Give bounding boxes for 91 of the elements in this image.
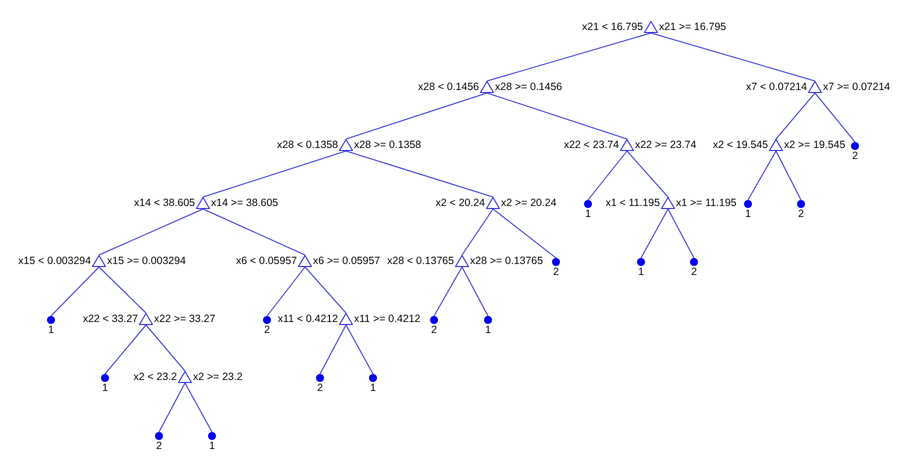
split-condition: x21 >= 16.795 [659,21,726,33]
split-condition: x14 < 38.605 [134,197,195,209]
split-node-triangle [769,139,783,151]
class-label: 2 [690,266,698,278]
class-label: 1 [101,382,109,394]
tree-branch [434,266,462,316]
split-node-triangle [455,255,469,267]
split-condition: x1 < 11.195 [606,197,660,209]
class-label: 2 [851,150,859,162]
split-node-triangle [92,255,106,267]
class-label: 2 [155,440,163,452]
tree-branch [346,324,374,374]
split-condition: x2 < 19.545 [712,139,768,151]
split-condition: x22 < 23.74 [564,139,619,151]
tree-branch [320,324,346,374]
class-label: 2 [797,208,805,220]
split-condition: x2 < 23.2 [134,371,177,383]
class-label: 1 [637,266,645,278]
tree-branch [748,150,776,200]
tree-branch [668,208,694,258]
class-label: 2 [263,324,271,336]
class-label: 1 [208,440,216,452]
tree-branch [346,150,494,198]
class-label: 1 [484,324,492,336]
split-condition: x21 < 16.795 [582,21,643,33]
tree-branch [462,266,488,316]
split-node-triangle [339,139,353,151]
tree-branch [776,92,816,140]
split-node-triangle [620,139,634,151]
tree-branch [146,324,186,372]
split-condition: x11 >= 0.4212 [354,313,420,325]
split-condition: x28 < 0.13765 [387,255,454,267]
tree-branch [346,92,488,140]
split-node-triangle [480,81,494,93]
split-condition: x15 < 0.003294 [18,255,91,267]
split-condition: x11 < 0.4212 [278,313,338,325]
split-node-triangle [486,197,500,209]
split-node-triangle [644,21,658,33]
split-condition: x28 < 0.1358 [276,139,338,151]
split-condition: x2 >= 20.24 [501,197,556,209]
class-label: 2 [430,324,438,336]
class-label: 2 [316,382,324,394]
split-node-triangle [298,255,312,267]
split-node-triangle [808,81,822,93]
class-label: 1 [47,324,55,336]
split-condition: x14 >= 38.605 [211,197,278,209]
split-condition: x7 >= 0.07214 [823,81,890,93]
tree-branch [202,208,306,256]
tree-branch [202,150,346,198]
split-condition: x6 < 0.05957 [236,255,297,267]
split-condition: x28 < 0.1456 [418,81,479,93]
split-condition: x22 < 33.27 [82,313,138,325]
split-condition: x22 >= 33.27 [154,313,216,325]
tree-branch [98,266,146,314]
split-node-triangle [339,313,353,325]
tree-branch [486,92,628,140]
split-condition: x28 >= 0.13765 [470,255,543,267]
tree-branch [462,208,494,256]
class-label: 1 [744,208,752,220]
tree-branch [98,208,204,256]
split-condition: x22 >= 23.74 [635,139,696,151]
class-label: 2 [552,266,560,278]
split-condition: x7 < 0.07214 [746,81,807,93]
tree-branch [184,382,212,432]
tree-branch [50,266,100,316]
tree-branch [304,266,346,314]
split-condition: x15 >= 0.003294 [107,255,186,267]
split-condition: x28 >= 0.1456 [495,81,562,93]
split-node-triangle [139,313,153,325]
tree-branch [486,32,652,82]
class-label: 1 [369,382,377,394]
split-node-triangle [661,197,675,209]
tree-branch [266,266,306,316]
tree-branch [814,92,856,142]
tree-branch [650,32,816,82]
tree-branch [492,208,556,258]
split-condition: x2 < 20.24 [436,197,485,209]
split-condition: x28 >= 0.1358 [354,139,422,151]
tree-branch [104,324,146,374]
split-node-triangle [196,197,210,209]
tree-branch [158,382,186,432]
tree-branch [776,150,802,200]
tree-branch [588,150,628,200]
tree-branch [626,150,668,198]
split-condition: x2 >= 23.2 [193,371,243,383]
split-condition: x2 >= 19.545 [784,139,846,151]
split-condition: x6 >= 0.05957 [313,255,380,267]
split-node-triangle [178,371,192,383]
split-condition: x1 >= 11.195 [676,197,737,209]
class-label: 1 [584,208,592,220]
tree-branch [640,208,668,258]
